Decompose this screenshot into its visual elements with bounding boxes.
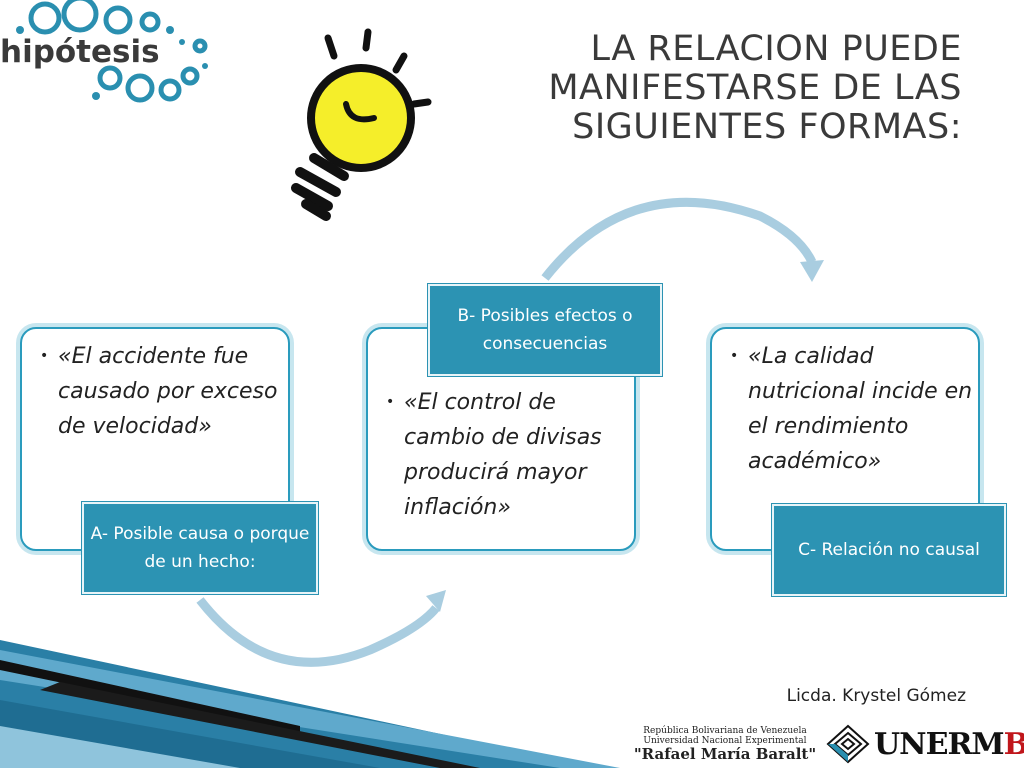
corner-stripes-decoration [0,640,620,768]
tag-b: B- Posibles efectos o consecuencias [428,284,662,376]
arrow-a-to-b [196,597,440,667]
unermb-logo-accent: B [1003,727,1024,762]
logo-text: hipótesis [0,34,160,70]
card-c-example: «La calidad nutricional incide en el ren… [730,339,978,479]
tag-c: C- Relación no causal [772,504,1006,596]
institution-line1: República Bolivariana de Venezuela [643,726,807,736]
unermb-logo-main: UNERM [874,727,1005,762]
hipotesis-logo: hipótesis [0,0,208,103]
arrow-b-to-c [541,197,817,281]
tag-a: A- Posible causa o porque de un hecho: [82,502,318,594]
tag-a-label: A- Posible causa o porque de un hecho: [90,524,310,572]
card-a-list: «El accidente fue causado por exceso de … [36,339,288,444]
institution-text: República Bolivariana de Venezuela Unive… [630,726,820,762]
card-a-example: «El accidente fue causado por exceso de … [40,339,288,444]
unermb-logo: UNERMB [874,727,1024,762]
slide-title: LA RELACION PUEDE MANIFESTARSE DE LAS SI… [548,29,962,147]
tag-b-label: B- Posibles efectos o consecuencias [457,306,633,354]
card-b-list: «El control de cambio de divisas produci… [382,385,634,525]
card-c-list: «La calidad nutricional incide en el ren… [726,339,978,479]
tag-c-label: C- Relación no causal [798,540,980,560]
institution-line2: Universidad Nacional Experimental [643,736,807,746]
lightbulb-icon [291,28,432,221]
card-b-example: «El control de cambio de divisas produci… [386,385,634,525]
institution-name: "Rafael María Baralt" [633,745,817,763]
unermb-emblem-icon [826,724,870,764]
author-name: Licda. Krystel Gómez [786,686,966,706]
